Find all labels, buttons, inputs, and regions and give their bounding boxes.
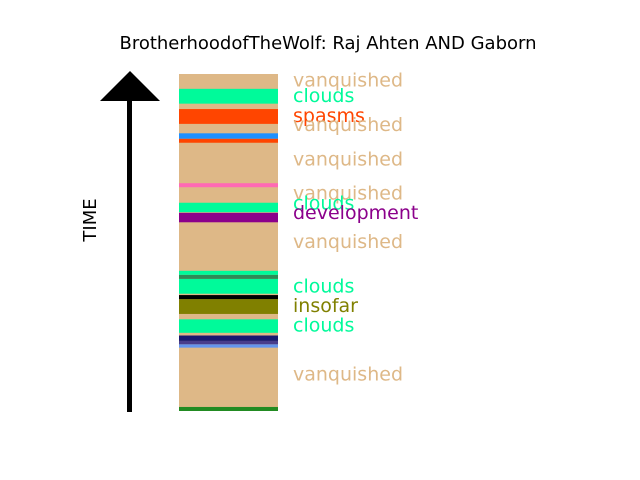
strip-segment-8 (179, 274, 278, 279)
event-label-12: vanquished (293, 364, 403, 386)
strip-background (179, 74, 278, 411)
strip-segment-6 (179, 295, 278, 300)
strip-segment-15 (179, 109, 278, 124)
strip-segment-10 (179, 212, 278, 223)
event-label-8: vanquished (293, 231, 403, 253)
strip-segment-9 (179, 270, 278, 275)
event-label-6: clouds (293, 192, 354, 214)
strip-segment-7 (179, 278, 278, 294)
strip-segment-1 (179, 344, 278, 348)
event-label-1: clouds (293, 85, 354, 107)
time-arrow-head-icon (100, 71, 160, 101)
event-label-0: vanquished (293, 70, 403, 92)
time-arrow-shaft (127, 100, 132, 412)
strip-segment-11 (179, 202, 278, 213)
strip-segment-5 (179, 299, 278, 314)
event-label-3: vanquished (293, 114, 403, 136)
event-label-9: clouds (293, 275, 354, 297)
time-axis-label: TIME (80, 198, 101, 242)
timeline-strip (179, 74, 278, 411)
time-arrow (100, 71, 160, 412)
event-label-10: insofar (293, 295, 358, 317)
event-label-4: vanquished (293, 149, 403, 171)
strip-segment-12 (179, 183, 278, 188)
strip-segment-0 (179, 406, 278, 411)
strip-segment-14 (179, 133, 278, 139)
strip-segment-3 (179, 335, 278, 341)
event-label-2: spasms (293, 105, 365, 127)
chart-title: BrotherhoodofTheWolf: Raj Ahten AND Gabo… (119, 33, 536, 54)
strip-segment-4 (179, 319, 278, 333)
event-label-7: development (293, 202, 418, 224)
event-labels: vanquishedcloudsspasmsvanquishedvanquish… (293, 70, 418, 386)
strip-segment-2 (179, 340, 278, 345)
event-label-11: clouds (293, 314, 354, 336)
strip-segment-16 (179, 88, 278, 104)
strip-segment-13 (179, 138, 278, 143)
event-label-5: vanquished (293, 182, 403, 204)
